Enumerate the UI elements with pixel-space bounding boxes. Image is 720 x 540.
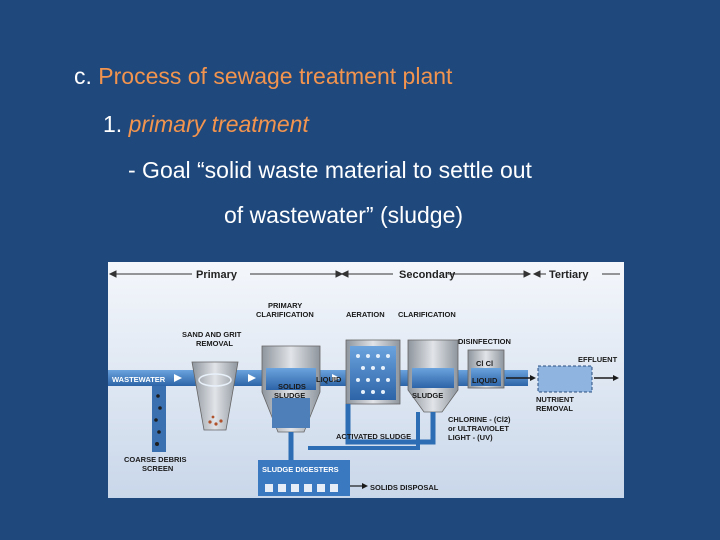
label-sand-grit-2: REMOVAL — [196, 339, 233, 348]
primary-clarifier-water — [266, 368, 316, 390]
item-number: 1. — [103, 111, 123, 137]
label-chlorine-1: CHLORINE - (Cl2) — [448, 415, 511, 424]
goal-line: - Goal “solid waste material to settle o… — [128, 157, 532, 183]
subheading-line: 1. primary treatment — [103, 110, 309, 138]
diagram-svg: Primary Secondary Tertiary — [108, 262, 624, 498]
label-primary-clar-1: PRIMARY — [268, 301, 302, 310]
label-primary-clar-2: CLARIFICATION — [256, 310, 314, 319]
secondary-clarifier-water — [412, 368, 454, 388]
label-nutrient-1: NUTRIENT — [536, 395, 574, 404]
effluent-out-head — [613, 375, 619, 381]
stage-tertiary: Tertiary — [549, 269, 589, 281]
label-effluent: EFFLUENT — [578, 355, 618, 364]
debris-channel — [152, 386, 166, 452]
secondary-sludge-pipe — [308, 412, 420, 450]
primary-sludge-zone — [272, 398, 310, 428]
solids-disposal-arrow-head — [362, 483, 368, 489]
label-chlorine-3: LIGHT - (UV) — [448, 433, 493, 442]
label-chlorine-2: or ULTRAVIOLET — [448, 424, 509, 433]
label-aeration: AERATION — [346, 310, 385, 319]
sewage-treatment-diagram: Primary Secondary Tertiary — [108, 262, 624, 498]
stage-primary: Primary — [196, 269, 238, 281]
digester-icons — [265, 484, 338, 492]
grit-particles — [208, 415, 223, 426]
grit-chamber — [191, 361, 239, 431]
label-disinfection: DISINFECTION — [458, 337, 511, 346]
label-coarse-1: COARSE DEBRIS — [124, 455, 187, 464]
label-sludge: SLUDGE — [412, 391, 443, 400]
grit-swirl-icon — [198, 373, 232, 387]
effluent-arrow-head — [530, 375, 536, 381]
label-wastewater: WASTEWATER — [112, 375, 166, 384]
label-solids-2: SLUDGE — [274, 391, 305, 400]
label-solids-disposal: SOLIDS DISPOSAL — [370, 483, 439, 492]
section-title: Process of sewage treatment plant — [98, 63, 453, 89]
aeration-bubbles — [356, 354, 390, 394]
label-solids-1: SOLIDS — [278, 382, 306, 391]
label-digesters: SLUDGE DIGESTERS — [262, 465, 339, 474]
activated-sludge-pipe — [345, 404, 436, 445]
label-coarse-2: SCREEN — [142, 464, 173, 473]
label-nutrient-2: REMOVAL — [536, 404, 573, 413]
stage-arrows — [108, 270, 620, 278]
debris-screen-icon — [154, 394, 162, 446]
goal-line-continued: of wastewater” (sludge) — [224, 202, 464, 228]
stage-secondary: Secondary — [399, 269, 456, 281]
label-liquid-a: LIQUID — [316, 375, 342, 384]
slide-text: c. Process of sewage treatment plant 1. … — [0, 0, 720, 250]
label-sand-grit-1: SAND AND GRIT — [182, 330, 242, 339]
label-clarification: CLARIFICATION — [398, 310, 456, 319]
label-liquid-b: LIQUID — [472, 376, 498, 385]
disinfection-water — [471, 368, 501, 386]
flow-arrows — [174, 374, 340, 382]
label-activated-sludge: ACTIVATED SLUDGE — [336, 432, 411, 441]
heading-line: c. Process of sewage treatment plant — [74, 62, 452, 90]
item-marker: c. — [74, 63, 92, 89]
nutrient-removal-box — [537, 365, 593, 393]
label-cl-cl: Cl Cl — [476, 359, 493, 368]
subsection-title: primary treatment — [128, 111, 309, 137]
